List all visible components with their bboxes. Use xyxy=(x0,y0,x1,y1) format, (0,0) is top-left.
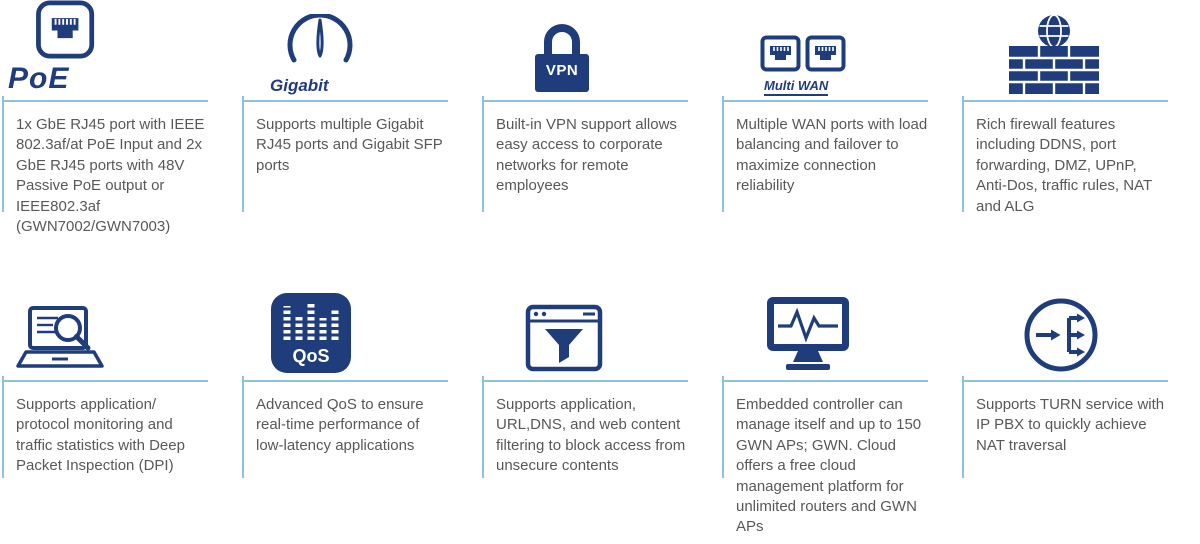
rule-vertical xyxy=(482,96,484,212)
rule-vertical xyxy=(962,96,964,212)
feature-text-firewall: Rich firewall features including DDNS, p… xyxy=(976,116,1152,215)
poe-port-icon xyxy=(36,0,95,59)
accent-rule xyxy=(962,96,1168,212)
gigabit-label: Gigabit xyxy=(270,76,329,95)
rule-vertical xyxy=(482,376,484,478)
feature-icon-area xyxy=(960,288,1200,380)
rule-vertical xyxy=(242,96,244,212)
poe-label: PoE xyxy=(8,62,70,95)
accent-rule xyxy=(722,96,928,212)
feature-text-gigabit: Supports multiple Gigabit RJ45 ports and… xyxy=(256,116,443,174)
vpn-lock-shape xyxy=(535,24,589,92)
feature-row-bottom: Supports application/ protocol monitorin… xyxy=(0,288,1200,544)
rule-vertical xyxy=(242,376,244,478)
embedded-controller-monitor-icon xyxy=(767,297,849,370)
qos-equalizer-icon: QoS xyxy=(270,292,352,374)
feature-card-gigabit: Gigabit Supports multiple Gigabit RJ45 p… xyxy=(240,0,480,288)
accent-rule xyxy=(722,376,928,478)
rule-vertical xyxy=(2,96,4,212)
feature-icon-area xyxy=(480,288,720,380)
feature-icon-area: VPN xyxy=(480,0,720,100)
feature-icon-area xyxy=(720,288,960,380)
feature-text-qos: Advanced QoS to ensure real-time perform… xyxy=(256,396,424,454)
feature-card-vpn: VPN Built-in VPN support allows easy acc… xyxy=(480,0,720,288)
web-content-filter-icon xyxy=(525,304,603,372)
feature-text-dpi: Supports application/ protocol monitorin… xyxy=(16,396,185,475)
turn-nat-traversal-icon xyxy=(1024,298,1098,372)
firewall-globe-icon xyxy=(1009,14,1099,94)
feature-icon-area xyxy=(960,0,1200,100)
feature-card-controller: Embedded controller can manage itself an… xyxy=(720,288,960,544)
rule-vertical xyxy=(722,96,724,212)
feature-text-controller: Embedded controller can manage itself an… xyxy=(736,396,922,536)
accent-rule xyxy=(482,96,688,212)
accent-rule xyxy=(242,96,448,212)
feature-row-top: PoE 1x GbE RJ45 port with IEEE 802.3af/a… xyxy=(0,0,1200,288)
vpn-lock-icon: VPN xyxy=(530,20,594,96)
feature-text-poe: 1x GbE RJ45 port with IEEE 802.3af/at Po… xyxy=(16,116,205,235)
feature-text-vpn: Built-in VPN support allows easy access … xyxy=(496,116,677,195)
feature-text-turn: Supports TURN service with IP PBX to qui… xyxy=(976,396,1165,454)
feature-icon-area: Multi WAN xyxy=(720,0,960,100)
accent-rule xyxy=(242,376,448,478)
feature-text-filter: Supports application, URL,DNS, and web c… xyxy=(496,396,686,475)
qos-label: QoS xyxy=(292,346,330,366)
feature-card-firewall: Rich firewall features including DDNS, p… xyxy=(960,0,1200,288)
vpn-label: VPN xyxy=(545,62,579,79)
feature-card-filter: Supports application, URL,DNS, and web c… xyxy=(480,288,720,544)
rule-vertical xyxy=(962,376,964,478)
accent-rule xyxy=(962,376,1168,478)
accent-rule xyxy=(2,376,208,478)
rule-vertical xyxy=(722,376,724,478)
multi-wan-ports-icon xyxy=(760,35,846,72)
feature-text-multi-wan: Multiple WAN ports with load balancing a… xyxy=(736,116,928,195)
feature-card-poe: PoE 1x GbE RJ45 port with IEEE 802.3af/a… xyxy=(0,0,240,288)
feature-card-turn: Supports TURN service with IP PBX to qui… xyxy=(960,288,1200,544)
gigabit-gauge-icon xyxy=(287,14,353,63)
feature-icon-area: PoE xyxy=(0,0,240,100)
feature-icon-area: QoS xyxy=(240,288,480,380)
feature-icon-area: Gigabit xyxy=(240,0,480,100)
feature-card-multi-wan: Multi WAN Multiple WAN ports with load b… xyxy=(720,0,960,288)
dpi-laptop-magnifier-icon xyxy=(16,306,104,368)
feature-icon-area xyxy=(0,288,240,380)
feature-card-dpi: Supports application/ protocol monitorin… xyxy=(0,288,240,544)
rule-vertical xyxy=(2,376,4,478)
accent-rule xyxy=(482,376,688,478)
multi-wan-label: Multi WAN xyxy=(764,78,829,96)
accent-rule xyxy=(2,96,208,212)
qos-icon-shape xyxy=(271,293,351,373)
feature-card-qos: QoS Advanced QoS to ensure real-time per… xyxy=(240,288,480,544)
